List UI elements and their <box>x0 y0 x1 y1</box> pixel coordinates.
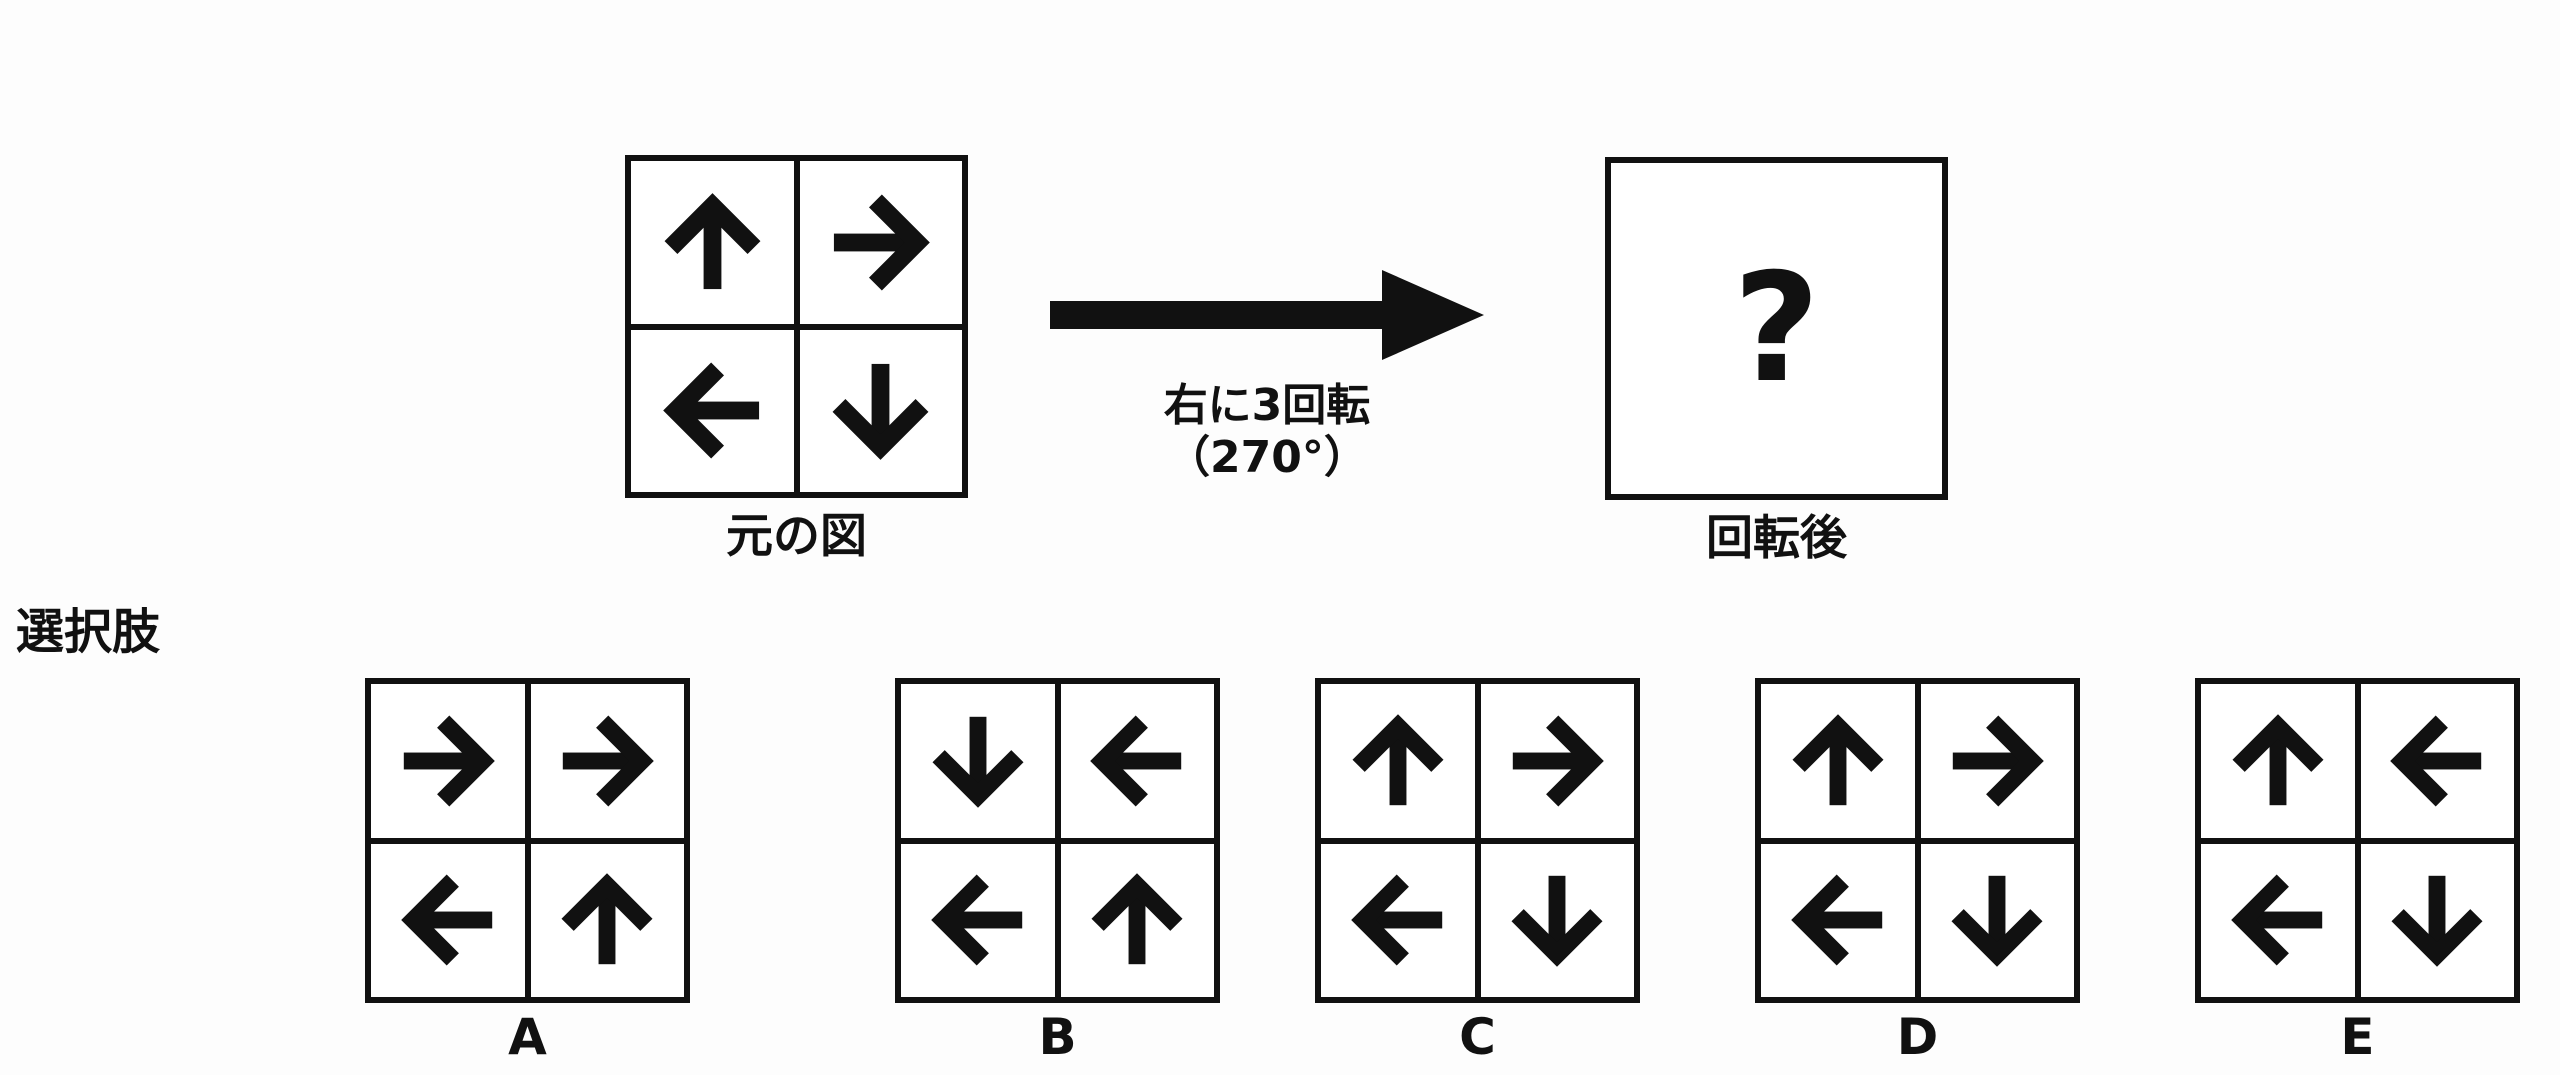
choice-grid-c[interactable] <box>1315 678 1640 1003</box>
arrow-up-icon <box>1091 873 1183 965</box>
choice-c-cell-bottom-right <box>1480 843 1634 997</box>
arrow-right-icon <box>1953 715 2045 807</box>
arrow-left-icon <box>1090 715 1182 807</box>
choice-grid-d[interactable] <box>1755 678 2080 1003</box>
choice-b-cell-top-left <box>901 684 1055 838</box>
choice-label-a[interactable]: A <box>508 1008 547 1066</box>
choice-e-cell-top-right <box>2360 684 2514 838</box>
arrow-down-icon <box>2391 876 2483 968</box>
arrow-left-icon <box>1790 874 1882 966</box>
choice-c-cell-top-left <box>1321 684 1475 838</box>
choice-grid-e[interactable] <box>2195 678 2520 1003</box>
choice-label-c[interactable]: C <box>1459 1008 1496 1066</box>
arrow-right-icon <box>563 715 655 807</box>
original-cell-top-right <box>799 161 962 324</box>
arrow-up-icon <box>561 873 653 965</box>
arrow-up-icon <box>664 192 761 289</box>
choice-a-cell-bottom-right <box>530 843 684 997</box>
choice-b-cell-bottom-right <box>1060 843 1214 997</box>
original-cell-bottom-right <box>799 329 962 492</box>
choice-label-e[interactable]: E <box>2340 1008 2375 1066</box>
arrow-left-icon <box>1350 874 1442 966</box>
question-mark-glyph: ? <box>1732 241 1820 416</box>
choice-c-cell-top-right <box>1480 684 1634 838</box>
choice-a-cell-top-left <box>371 684 525 838</box>
arrow-left-icon <box>930 874 1022 966</box>
arrow-right-icon <box>403 715 495 807</box>
choice-e-cell-bottom-right <box>2360 843 2514 997</box>
choice-grid-b[interactable] <box>895 678 1220 1003</box>
choice-a-cell-bottom-left <box>371 843 525 997</box>
arrow-left-icon <box>2390 715 2482 807</box>
arrow-up-icon <box>2232 713 2324 805</box>
choices-heading: 選択肢 <box>16 604 161 660</box>
original-cell-top-left <box>631 161 794 324</box>
choice-d-cell-bottom-right <box>1920 843 2074 997</box>
choice-label-b[interactable]: B <box>1038 1008 1077 1066</box>
rotation-instruction-line2: （270°） <box>1166 431 1368 483</box>
arrow-down-icon <box>1511 876 1603 968</box>
choice-label-d[interactable]: D <box>1896 1008 1939 1066</box>
rotated-result-caption: 回転後 <box>1706 511 1847 566</box>
arrow-left-icon <box>662 362 759 459</box>
choice-b-cell-bottom-left <box>901 843 1055 997</box>
right-arrow-icon <box>1050 265 1484 369</box>
arrow-down-icon <box>1951 876 2043 968</box>
choice-d-cell-top-left <box>1761 684 1915 838</box>
arrow-up-icon <box>1792 713 1884 805</box>
arrow-down-icon <box>832 364 929 461</box>
original-cell-bottom-left <box>631 329 794 492</box>
arrow-right-icon <box>1513 715 1605 807</box>
choice-b-cell-top-right <box>1060 684 1214 838</box>
arrow-left-icon <box>400 874 492 966</box>
arrow-up-icon <box>1352 713 1444 805</box>
choice-e-cell-top-left <box>2201 684 2355 838</box>
arrow-down-icon <box>932 716 1024 808</box>
rotation-instruction-label: 右に3回転 （270°） <box>1052 380 1482 484</box>
choice-c-cell-bottom-left <box>1321 843 1475 997</box>
choice-d-cell-bottom-left <box>1761 843 1915 997</box>
original-figure-caption: 元の図 <box>726 509 867 564</box>
rotation-instruction-line1: 右に3回転 <box>1163 380 1371 431</box>
original-figure-grid <box>625 155 968 498</box>
rotated-result-box: ? <box>1605 157 1948 500</box>
choice-grid-a[interactable] <box>365 678 690 1003</box>
arrow-right-icon <box>834 194 931 291</box>
choice-a-cell-top-right <box>530 684 684 838</box>
arrow-left-icon <box>2230 874 2322 966</box>
choice-d-cell-top-right <box>1920 684 2074 838</box>
choice-e-cell-bottom-left <box>2201 843 2355 997</box>
